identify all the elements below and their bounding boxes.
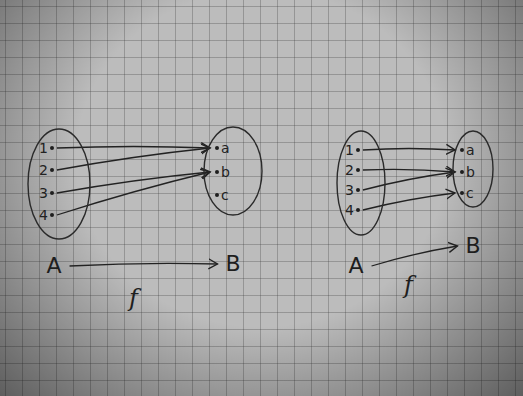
element-name: 1 bbox=[345, 141, 354, 159]
function-arrow bbox=[70, 263, 218, 266]
element-point: 4 bbox=[345, 201, 362, 219]
set-name: A bbox=[348, 253, 363, 279]
ellipse-outline bbox=[337, 131, 385, 235]
point-dot bbox=[356, 148, 360, 152]
mapping-arrow bbox=[57, 172, 210, 215]
element-point: 2 bbox=[39, 161, 56, 179]
set-name: A bbox=[46, 253, 61, 279]
mapping-arrow bbox=[363, 169, 455, 172]
point-dot bbox=[460, 170, 464, 174]
element-name: c bbox=[221, 186, 229, 204]
function-name: f bbox=[129, 284, 138, 312]
element-name: 1 bbox=[39, 139, 48, 157]
set-name: B bbox=[465, 233, 480, 259]
set-outline bbox=[203, 126, 263, 216]
point-dot bbox=[460, 191, 464, 195]
element-name: c bbox=[466, 184, 474, 202]
point-dot bbox=[460, 148, 464, 152]
element-name: 2 bbox=[345, 161, 354, 179]
set-ellipse: Babc bbox=[452, 130, 494, 208]
element-point: a bbox=[458, 141, 475, 159]
element-point: 4 bbox=[39, 206, 56, 224]
mapping-arrow bbox=[363, 193, 455, 210]
set-ellipse: Babc bbox=[203, 126, 263, 216]
function-arrow bbox=[372, 246, 458, 266]
mapping-arrow bbox=[57, 147, 210, 149]
element-point: c bbox=[213, 186, 229, 204]
point-dot bbox=[50, 213, 54, 217]
set-outline bbox=[336, 130, 386, 236]
point-dot bbox=[50, 146, 54, 150]
element-name: b bbox=[466, 163, 475, 181]
point-dot bbox=[50, 168, 54, 172]
mapping-arrow bbox=[57, 148, 210, 170]
mapping-arrow bbox=[57, 172, 210, 193]
point-dot bbox=[356, 188, 360, 192]
element-point: b bbox=[458, 163, 475, 181]
set-ellipse: A1234 bbox=[336, 130, 386, 236]
point-dot bbox=[50, 191, 54, 195]
ellipse-outline bbox=[204, 127, 262, 215]
ellipse-outline bbox=[28, 129, 90, 239]
element-point: 3 bbox=[39, 184, 56, 202]
element-name: a bbox=[221, 139, 230, 157]
element-name: 3 bbox=[345, 181, 354, 199]
mapping-arrow bbox=[363, 172, 455, 190]
point-dot bbox=[215, 170, 219, 174]
point-dot bbox=[356, 208, 360, 212]
element-name: a bbox=[466, 141, 475, 159]
set-outline bbox=[27, 128, 91, 240]
point-dot bbox=[215, 193, 219, 197]
element-point: 3 bbox=[345, 181, 362, 199]
element-name: 2 bbox=[39, 161, 48, 179]
element-point: a bbox=[213, 139, 230, 157]
point-dot bbox=[215, 146, 219, 150]
element-name: 4 bbox=[345, 201, 354, 219]
element-point: 1 bbox=[345, 141, 362, 159]
element-point: 2 bbox=[345, 161, 362, 179]
element-name: 3 bbox=[39, 184, 48, 202]
element-point: c bbox=[458, 184, 474, 202]
element-point: 1 bbox=[39, 139, 56, 157]
set-ellipse: A1234 bbox=[27, 128, 91, 240]
ellipse-outline bbox=[453, 131, 493, 207]
element-name: 4 bbox=[39, 206, 48, 224]
point-dot bbox=[356, 168, 360, 172]
element-name: b bbox=[221, 163, 230, 181]
element-point: b bbox=[213, 163, 230, 181]
set-name: B bbox=[225, 251, 240, 277]
function-name: f bbox=[404, 271, 413, 299]
mapping-arrow bbox=[363, 149, 455, 151]
